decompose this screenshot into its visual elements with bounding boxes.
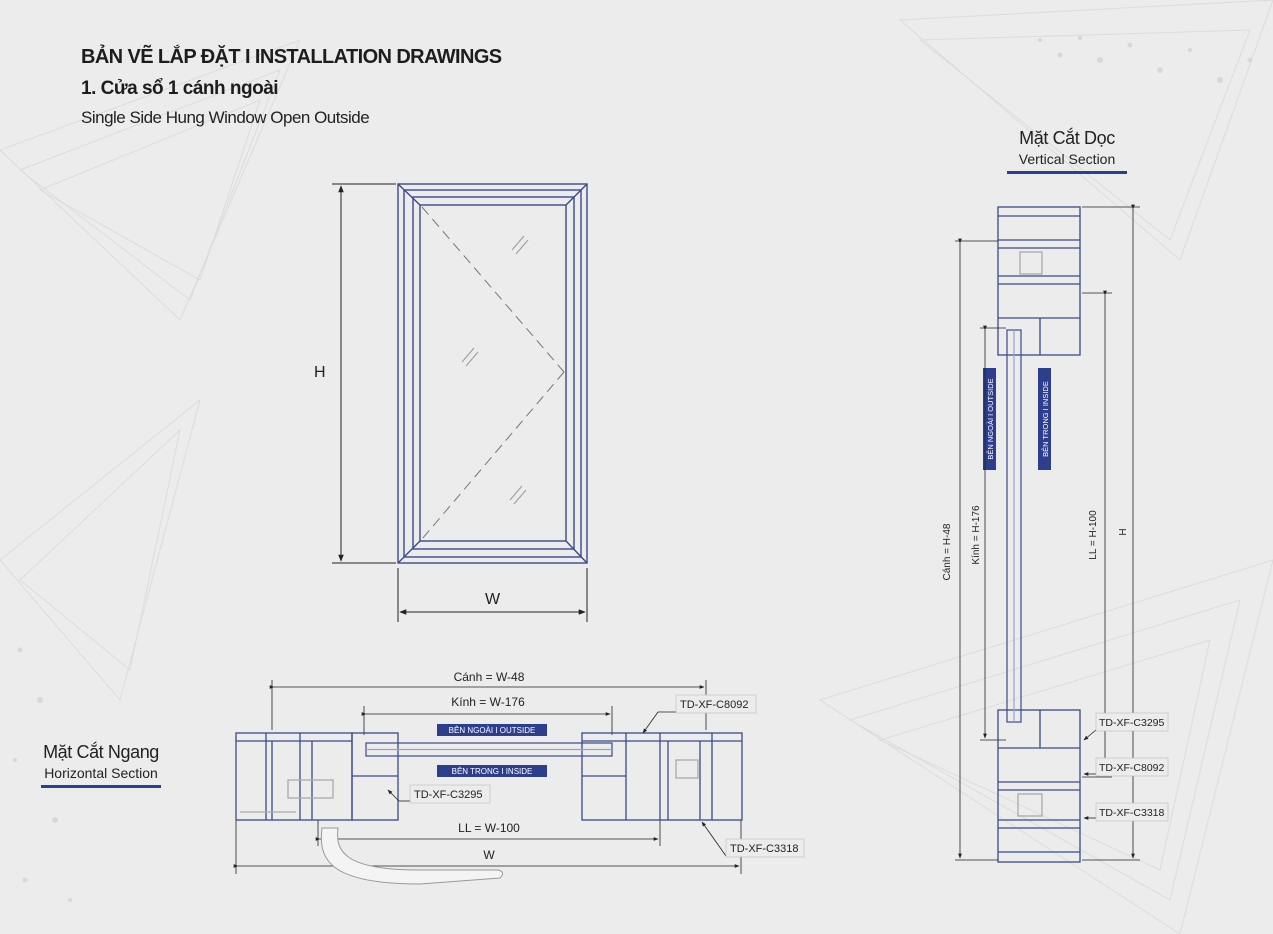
vertical-section-subtitle: Vertical Section [1018, 151, 1116, 167]
v-dim-total: H [1118, 528, 1129, 535]
vertical-section-title: Mặt Cắt Dọc [1019, 128, 1115, 148]
horizontal-section-subtitle: Horizontal Section [44, 765, 158, 781]
vertical-section-drawing: BÊN NGOÀI I OUTSIDE BÊN TRONG I INSIDE C… [942, 204, 1169, 863]
horizontal-section-title: Mặt Cắt Ngang [43, 742, 159, 762]
v-dim-glass: Kính = H-176 [971, 505, 982, 565]
v-callout-c3318: TD-XF-C3318 [1099, 807, 1165, 819]
vertical-section-label: Mặt Cắt Dọc Vertical Section [1007, 128, 1127, 174]
h-callout-c8092: TD-XF-C8092 [680, 699, 748, 711]
horizontal-section-label: Mặt Cắt Ngang Horizontal Section [41, 742, 161, 788]
horizontal-section-underline [41, 785, 161, 788]
vertical-section-underline [1007, 171, 1127, 174]
page-title: BẢN VẼ LẮP ĐẶT I INSTALLATION DRAWINGS [81, 46, 502, 68]
h-callout-c3295: TD-XF-C3295 [414, 789, 482, 801]
v-dim-sash: Cánh = H-48 [942, 523, 953, 580]
h-dim-glass: Kính = W-176 [451, 695, 525, 709]
v-outside-tag: BÊN NGOÀI I OUTSIDE [986, 378, 995, 459]
v-callout-c3295: TD-XF-C3295 [1099, 717, 1165, 729]
page-subtitle-en: Single Side Hung Window Open Outside [81, 108, 370, 127]
v-glass [1006, 329, 1022, 723]
elevation-width-label: W [485, 591, 501, 608]
h-dim-ll: LL = W-100 [458, 821, 520, 835]
elevation-height-label: H [314, 364, 326, 381]
h-glass [365, 742, 613, 757]
h-profile-right [581, 732, 743, 821]
window-handle [320, 827, 504, 885]
h-profile-left [235, 732, 399, 821]
h-inside-tag-bg [437, 765, 547, 777]
v-dim-ll: LL = H-100 [1088, 510, 1099, 560]
h-dim-total: W [483, 848, 495, 862]
h-outside-tag-bg [437, 724, 547, 736]
v-inside-tag: BÊN TRONG I INSIDE [1041, 381, 1050, 457]
h-callout-c3318: TD-XF-C3318 [730, 843, 798, 855]
window-elevation: H W [314, 183, 588, 622]
h-inside-tag: BÊN TRONG I INSIDE [452, 767, 533, 776]
v-callout-c8092: TD-XF-C8092 [1099, 762, 1165, 774]
h-outside-tag: BÊN NGOÀI I OUTSIDE [449, 726, 536, 735]
v-inside-tag-bg [1038, 368, 1051, 470]
horizontal-section-drawing: Cánh = W-48 Kính = W-176 LL = W-100 W [233, 670, 805, 885]
page-subtitle: 1. Cửa sổ 1 cánh ngoài [81, 78, 279, 99]
h-dim-sash: Cánh = W-48 [454, 670, 525, 684]
